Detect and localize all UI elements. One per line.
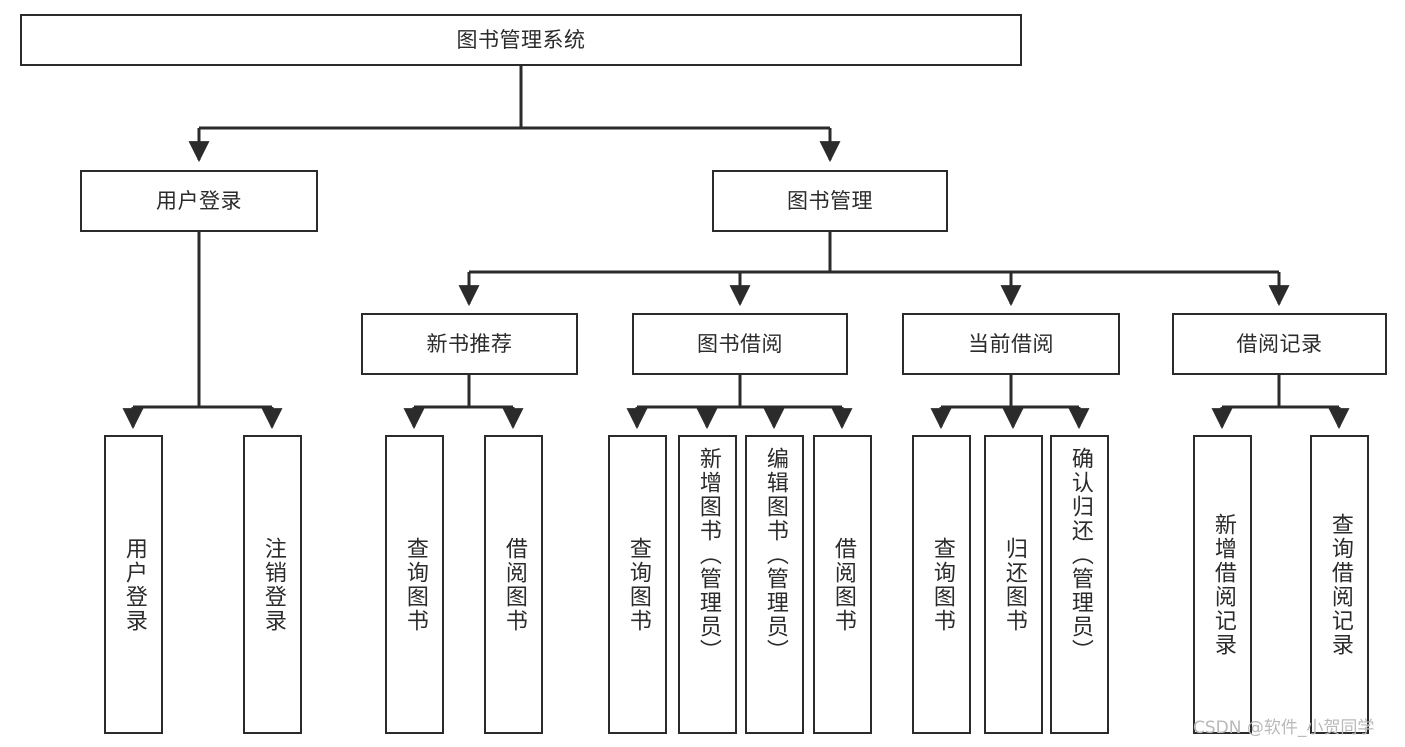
node-leaf-add-book[interactable]: 新增图书（管理员） bbox=[678, 435, 737, 734]
node-root-system[interactable]: 图书管理系统 bbox=[20, 14, 1022, 66]
node-label: 查询借阅记录 bbox=[1327, 512, 1353, 657]
node-label: 查询图书 bbox=[929, 536, 955, 633]
node-label: 借阅图书 bbox=[830, 536, 856, 633]
node-user-login[interactable]: 用户登录 bbox=[80, 170, 318, 232]
node-leaf-user-login[interactable]: 用户登录 bbox=[104, 435, 163, 734]
node-leaf-query-book-2[interactable]: 查询图书 bbox=[608, 435, 667, 734]
node-label: 图书管理 bbox=[787, 188, 873, 213]
node-leaf-borrow-book-2[interactable]: 借阅图书 bbox=[813, 435, 872, 734]
node-label: 新增借阅记录 bbox=[1210, 512, 1236, 657]
node-label: 用户登录 bbox=[121, 536, 147, 633]
node-leaf-query-book-3[interactable]: 查询图书 bbox=[912, 435, 971, 734]
node-label: 借阅图书 bbox=[501, 536, 527, 633]
node-book-borrow[interactable]: 图书借阅 bbox=[632, 313, 848, 375]
node-leaf-return-book[interactable]: 归还图书 bbox=[984, 435, 1043, 734]
node-label: 借阅记录 bbox=[1236, 331, 1323, 356]
node-borrow-record[interactable]: 借阅记录 bbox=[1172, 313, 1387, 375]
node-label: 新书推荐 bbox=[426, 331, 513, 356]
node-label: 图书借阅 bbox=[697, 331, 783, 356]
node-label: 归还图书 bbox=[1001, 536, 1027, 633]
node-label: 查询图书 bbox=[625, 536, 651, 633]
node-current-borrow[interactable]: 当前借阅 bbox=[902, 313, 1120, 375]
node-leaf-add-record[interactable]: 新增借阅记录 bbox=[1193, 435, 1252, 734]
node-leaf-user-logout[interactable]: 注销登录 bbox=[243, 435, 302, 734]
node-new-book-recommend[interactable]: 新书推荐 bbox=[361, 313, 578, 375]
node-label: 图书管理系统 bbox=[456, 27, 586, 52]
node-leaf-confirm-return[interactable]: 确认归还（管理员） bbox=[1050, 435, 1109, 734]
node-label: 当前借阅 bbox=[968, 331, 1054, 356]
node-book-manage[interactable]: 图书管理 bbox=[712, 170, 948, 232]
watermark-text: CSDN @软件_小贺同学 bbox=[1193, 718, 1375, 738]
node-leaf-query-book-1[interactable]: 查询图书 bbox=[385, 435, 444, 734]
node-leaf-query-record[interactable]: 查询借阅记录 bbox=[1310, 435, 1369, 734]
node-label: 查询图书 bbox=[402, 536, 428, 633]
node-leaf-borrow-book-1[interactable]: 借阅图书 bbox=[484, 435, 543, 734]
node-label: 确认归还（管理员） bbox=[1067, 447, 1093, 663]
node-leaf-edit-book[interactable]: 编辑图书（管理员） bbox=[745, 435, 804, 734]
node-label: 编辑图书（管理员） bbox=[762, 447, 788, 663]
node-label: 注销登录 bbox=[260, 536, 286, 633]
node-label: 用户登录 bbox=[156, 188, 242, 213]
node-label: 新增图书（管理员） bbox=[695, 447, 721, 663]
